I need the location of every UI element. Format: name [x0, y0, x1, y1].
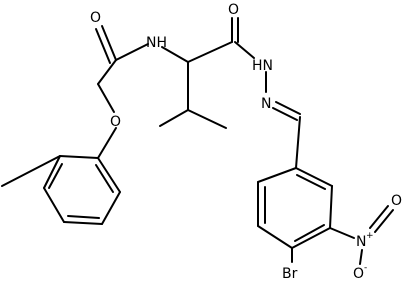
bond-ra-2	[43, 155, 61, 189]
bond-ch2-o	[97, 83, 115, 113]
atom-br: Br	[282, 266, 298, 282]
bond-rb-6	[295, 167, 333, 187]
bond-ipr-me1	[159, 109, 189, 127]
bond-calpha-c2	[187, 41, 233, 63]
bond-rb-in3	[296, 174, 326, 190]
atom-o-amide1: O	[90, 10, 101, 26]
bond-ra-in1	[48, 163, 63, 189]
atom-o-ether: O	[110, 114, 121, 130]
bond-ra-1	[59, 155, 99, 159]
bond-nitro-o-single	[359, 249, 363, 265]
atom-o-nitro-charge: -	[364, 263, 367, 273]
atom-hn-hydrazide: HN	[252, 58, 273, 74]
bond-c1-nh	[115, 43, 149, 61]
bond-rb-5	[329, 185, 333, 229]
bond-ra-in2	[67, 215, 100, 219]
bond-c1-ch2	[97, 59, 117, 85]
bond-n-ch-b	[272, 107, 298, 121]
bond-rb-in2	[294, 224, 325, 242]
atom-labels: O NH O HN N O N + O O - Br	[90, 2, 402, 282]
bond-ch-ring	[295, 116, 301, 169]
bond-rb-nitro	[329, 227, 355, 239]
atom-o-amide2: O	[228, 2, 239, 18]
bond-ra-5	[101, 191, 121, 225]
atom-n-nitro: N	[356, 234, 366, 250]
bond-nitro-o-double-a	[369, 205, 389, 229]
atom-n-imine: N	[261, 96, 271, 112]
bond-rb-3	[257, 225, 293, 249]
bond-nh-calpha	[161, 46, 189, 63]
bond-nitro-o-double-b	[374, 209, 394, 233]
bond-ra-me	[1, 155, 61, 187]
atom-n-nitro-charge: +	[366, 231, 374, 241]
atom-o-nitro-single: O	[353, 266, 364, 282]
atom-nh-amide: NH	[146, 35, 167, 51]
bond-rb-4	[291, 227, 331, 249]
bond-c2-hn	[234, 41, 255, 59]
bond-o-ringa	[97, 127, 117, 159]
bond-rb-1	[257, 167, 297, 183]
bond-ra-3	[43, 187, 65, 223]
bond-c1-o1-a	[101, 25, 117, 61]
atom-o-nitro-double: O	[391, 193, 402, 209]
bond-ra-6	[97, 157, 121, 193]
bond-ipr-me2	[187, 109, 227, 129]
bonds	[1, 17, 394, 265]
bond-ra-4	[63, 221, 103, 225]
bond-ra-in3	[95, 164, 114, 193]
bond-n-ch-a	[275, 101, 301, 115]
bond-c1-o1-b	[95, 28, 111, 64]
